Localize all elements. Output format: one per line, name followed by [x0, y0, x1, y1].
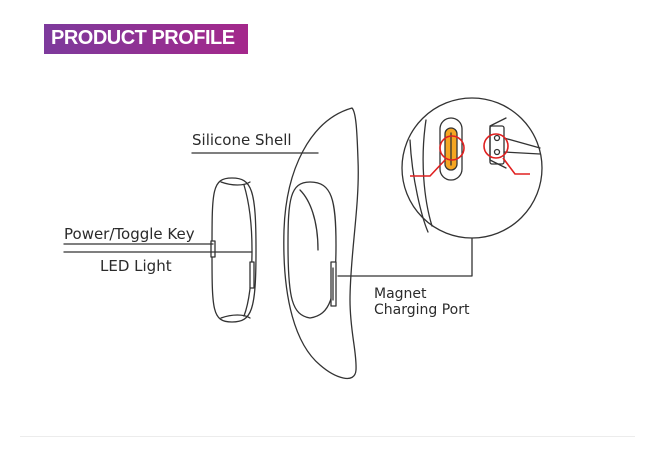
silicone-shell-label: Silicone Shell [192, 131, 292, 149]
banner-title: PRODUCT PROFILE [51, 27, 235, 49]
remote-module [210, 177, 257, 323]
magnet-label: Magnet [374, 286, 427, 302]
product-profile-banner: PRODUCT PROFILE [44, 24, 248, 54]
charging-port-leader [337, 235, 473, 277]
led-light-label: LED Light [100, 257, 172, 275]
zoom-detail [401, 97, 543, 239]
magnet-highlight-right [483, 133, 509, 159]
highlight-leader-right [502, 157, 530, 175]
silicone-shell-body [283, 107, 359, 380]
footer-divider [20, 436, 635, 437]
charging-port-label: Charging Port [374, 302, 470, 318]
highlight-leader-left [410, 159, 446, 177]
power-toggle-key-label: Power/Toggle Key [64, 225, 195, 243]
magnet-highlight-left [439, 135, 465, 161]
